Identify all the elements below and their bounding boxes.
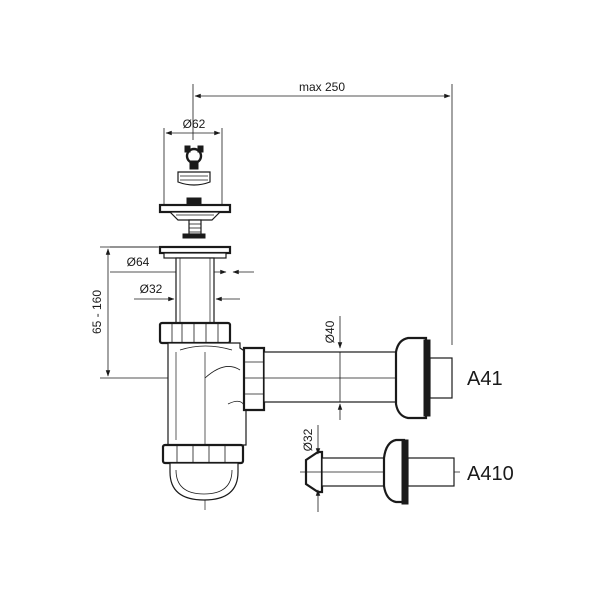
tail-diameter-dimension: Ø32	[134, 282, 240, 302]
bottom-union-nut	[161, 443, 245, 465]
max-length-dimension: max 250	[192, 80, 453, 345]
model-label-a410: A410	[467, 463, 514, 485]
adapter-diameter-dimension: Ø32	[301, 425, 321, 512]
bottom-bowl	[169, 462, 239, 501]
outlet-diameter-label: Ø40	[323, 320, 337, 343]
model-label-a41: A41	[467, 368, 503, 390]
adapter-diameter-label: Ø32	[301, 428, 315, 451]
adapter-a410	[300, 438, 460, 505]
basket-diameter-dimension: Ø62	[163, 117, 223, 208]
max-length-label: max 250	[299, 80, 345, 94]
flange-diameter-label: Ø64	[127, 255, 150, 269]
outlet-diameter-dimension: Ø40	[323, 316, 343, 420]
outlet-pipe	[263, 351, 440, 403]
sink-strainer	[158, 197, 232, 239]
outlet-union	[242, 346, 266, 412]
basket-diameter-label: Ø62	[183, 117, 206, 131]
plug-stopper	[177, 145, 211, 186]
tailpiece	[158, 245, 232, 325]
height-range-label: 65 - 160	[90, 290, 104, 334]
upper-union-nut	[158, 321, 232, 345]
tail-diameter-label: Ø32	[140, 282, 163, 296]
wall-rosette-a41	[394, 336, 453, 420]
